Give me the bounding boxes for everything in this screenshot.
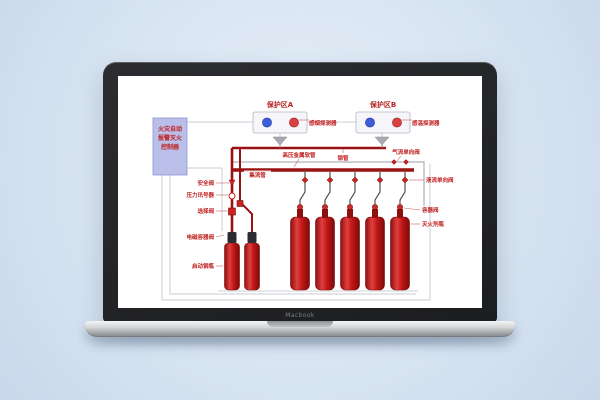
safety-valve-icon [228,179,236,187]
controller-label-line3: 控制器 [161,143,180,151]
left-riser-fittings [228,179,244,216]
laptop-base-notch [267,321,333,327]
laptop-screen-bezel: 火灾自动 报警灭火 控制器 保护区A 感烟探测器 [103,62,497,322]
label-container-valve: 容器阀 [421,206,439,214]
laptop-base [85,321,515,337]
label-hp-metal-hose: 高压金属软管 [282,151,316,159]
main-pipes [230,146,414,232]
selector-valve-icon [236,200,244,207]
label-gas-check-valve: 气流单向阀 [391,148,420,156]
fire-suppression-diagram: 火灾自动 报警灭火 控制器 保护区A 感烟探测器 [152,100,454,301]
agent-cylinder [390,204,410,291]
label-pressure-signal: 压力讯号器 [186,191,214,199]
pressure-signal-icon [228,192,236,200]
agent-cylinder [315,204,335,291]
label-heat-detector: 感温探测器 [412,119,440,127]
nozzle-icon [374,136,390,146]
agent-cylinder-group [290,170,410,291]
controller-label-line1: 火灾自动 [158,125,182,133]
protection-zone-a: 保护区A 感烟探测器 [252,100,337,148]
control-wiring [161,121,431,301]
container-valve-icon [372,204,378,210]
selector-valve-icon [228,207,236,216]
heat-detector-icon [365,117,375,128]
smoke-detector-icon [262,117,272,128]
zone-a-title: 保护区A [266,100,294,109]
container-valve-icon [397,204,403,210]
label-safety-valve: 安全阀 [197,179,214,187]
label-liquid-check-valve: 液流单向阀 [426,176,454,184]
label-selector-valve: 选择阀 [197,207,214,215]
controller-label-line2: 报警灭火 [158,134,183,142]
solenoid-valve-icon [247,232,257,243]
start-cylinder [244,232,260,291]
agent-cylinder [365,204,385,291]
container-valve-icon [297,204,303,210]
start-cylinder [224,232,240,291]
alarm-bell-icon [289,117,299,128]
label-smoke-detector: 感烟探测器 [309,119,337,127]
solenoid-valve-icon [227,232,237,243]
protection-zone-b: 保护区B 感温探测器 [355,100,440,148]
agent-cylinder [290,204,310,291]
label-solenoid-container-valve: 电磁容器阀 [186,233,214,241]
alarm-bell-icon [392,117,402,128]
nozzle-icon [272,136,288,146]
laptop-shadow [95,335,505,345]
start-cylinder-group [224,232,260,291]
label-leaders [215,149,424,267]
label-start-cylinder: 启动钢瓶 [192,262,215,270]
container-valve-icon [322,204,328,210]
laptop-screen-content: 火灾自动 报警灭火 控制器 保护区A 感烟探测器 [118,76,482,308]
pilot-gas-line [232,159,425,206]
label-agent-cylinder: 灭火剂瓶 [421,220,445,228]
hp-hose-risers [299,170,406,204]
manifold-label-bg [244,170,271,179]
fire-alarm-controller: 火灾自动 报警灭火 控制器 [152,117,188,176]
zone-b-title: 保护区B [369,100,396,109]
gas-check-valve-icon [391,159,409,165]
label-manifold: 集流管 [248,171,266,179]
liquid-check-valve-icon [301,176,409,184]
container-valve-icon [347,204,353,210]
macbook-brand-label: Macbook [285,312,315,319]
label-steel-pipe: 钢管 [337,154,349,162]
agent-cylinder [340,204,360,291]
